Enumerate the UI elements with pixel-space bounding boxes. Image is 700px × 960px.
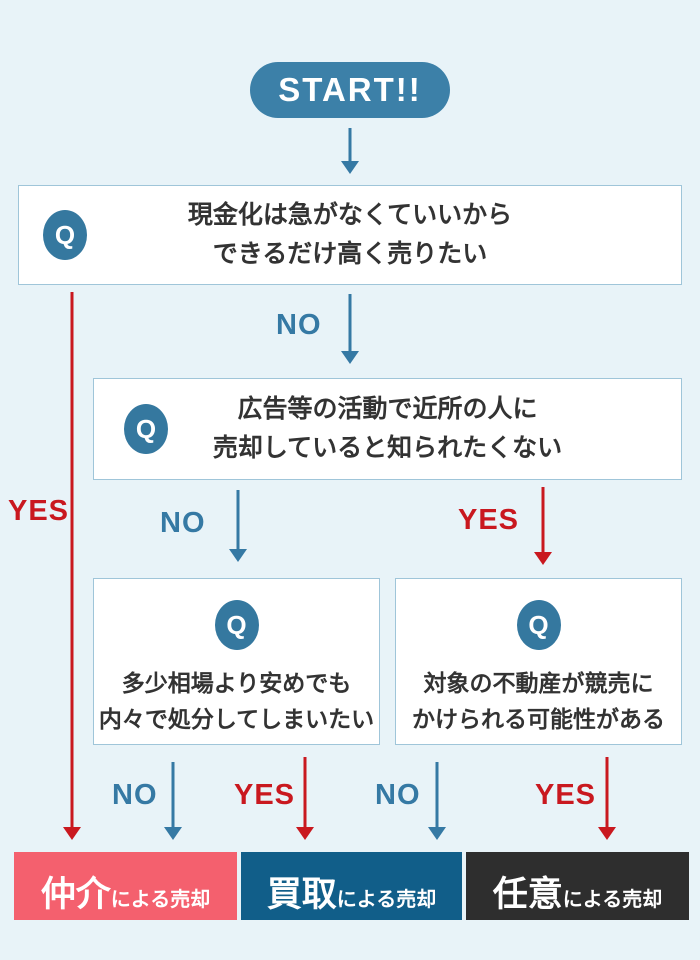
question-line: 売却していると知られたくない — [212, 434, 563, 462]
question-line: 対象の不動産が競売に — [423, 670, 654, 696]
question-1-text: 現金化は急がなくていいから できるだけ高く売りたい — [19, 186, 681, 284]
result-suffix: による売却 — [110, 889, 211, 911]
start-label: START!! — [278, 71, 422, 108]
start-node: START!! — [250, 62, 450, 118]
question-line: かけられる可能性がある — [412, 706, 665, 732]
question-line: 内々で処分してしまいたい — [98, 706, 375, 732]
arrow-q3-yes-down — [296, 757, 314, 840]
arrow-head-icon — [428, 827, 446, 840]
question-2-text: 広告等の活動で近所の人に 売却していると知られたくない — [94, 379, 681, 479]
arrow-head-icon — [341, 161, 359, 174]
arrow-q1-no-down — [341, 294, 359, 364]
arrow-stem — [171, 762, 175, 829]
branch-label-no-q1: NO — [276, 309, 322, 341]
result-box-voluntary-sale: 任意による売却 — [466, 852, 689, 920]
arrow-stem — [435, 762, 439, 829]
arrow-head-icon — [296, 827, 314, 840]
arrow-head-icon — [63, 827, 81, 840]
result-suffix: による売却 — [336, 889, 437, 911]
branch-label-yes-q3: YES — [234, 779, 296, 811]
arrow-head-icon — [534, 552, 552, 565]
arrow-q2-no-down — [229, 490, 247, 562]
result-emphasis: 買取 — [266, 875, 337, 914]
branch-label-no-q4: NO — [375, 779, 421, 811]
arrow-q3-no-down — [164, 762, 182, 840]
question-box-2: Q 広告等の活動で近所の人に 売却していると知られたくない — [93, 378, 682, 480]
arrow-start-down — [341, 128, 359, 174]
arrow-stem — [541, 487, 545, 554]
question-3-text: 多少相場より安めでも 内々で処分してしまいたい — [99, 665, 374, 737]
result-emphasis: 仲介 — [40, 875, 111, 914]
branch-label-yes-q4: YES — [535, 779, 597, 811]
result-box-brokerage-sale: 仲介による売却 — [14, 852, 237, 920]
question-box-1: Q 現金化は急がなくていいから できるだけ高く売りたい — [18, 185, 682, 285]
q-badge-icon: Q — [124, 404, 168, 454]
result-box-purchase-sale: 買取による売却 — [241, 852, 462, 920]
q-badge-icon: Q — [516, 600, 561, 650]
arrow-q4-no-down — [428, 762, 446, 840]
arrow-head-icon — [164, 827, 182, 840]
arrow-head-icon — [341, 351, 359, 364]
branch-label-no-q3: NO — [112, 779, 158, 811]
result-emphasis: 任意 — [492, 875, 563, 914]
arrow-head-icon — [229, 549, 247, 562]
branch-label-yes-q2: YES — [458, 504, 520, 536]
arrow-stem — [303, 757, 307, 829]
arrow-stem — [236, 490, 240, 551]
question-4-text: 対象の不動産が競売に かけられる可能性がある — [412, 665, 665, 737]
question-line: 多少相場より安めでも — [121, 670, 352, 696]
arrow-q4-yes-down — [598, 757, 616, 840]
question-line: できるだけ高く売りたい — [212, 240, 488, 268]
q-badge-icon: Q — [43, 210, 87, 260]
arrow-q1-yes-down — [63, 292, 81, 840]
question-box-3: Q 多少相場より安めでも 内々で処分してしまいたい — [93, 578, 380, 745]
arrow-q2-yes-down — [534, 487, 552, 565]
arrow-stem — [70, 292, 74, 829]
arrow-head-icon — [598, 827, 616, 840]
question-line: 広告等の活動で近所の人に — [237, 395, 538, 423]
arrow-stem — [605, 757, 609, 829]
q-badge-icon: Q — [214, 600, 259, 650]
result-suffix: による売却 — [562, 889, 663, 911]
branch-label-no-q2: NO — [160, 507, 206, 539]
question-box-4: Q 対象の不動産が競売に かけられる可能性がある — [395, 578, 682, 745]
arrow-stem — [348, 294, 352, 353]
arrow-stem — [348, 128, 352, 163]
branch-label-yes-q1: YES — [8, 495, 70, 527]
question-line: 現金化は急がなくていいから — [187, 201, 513, 229]
